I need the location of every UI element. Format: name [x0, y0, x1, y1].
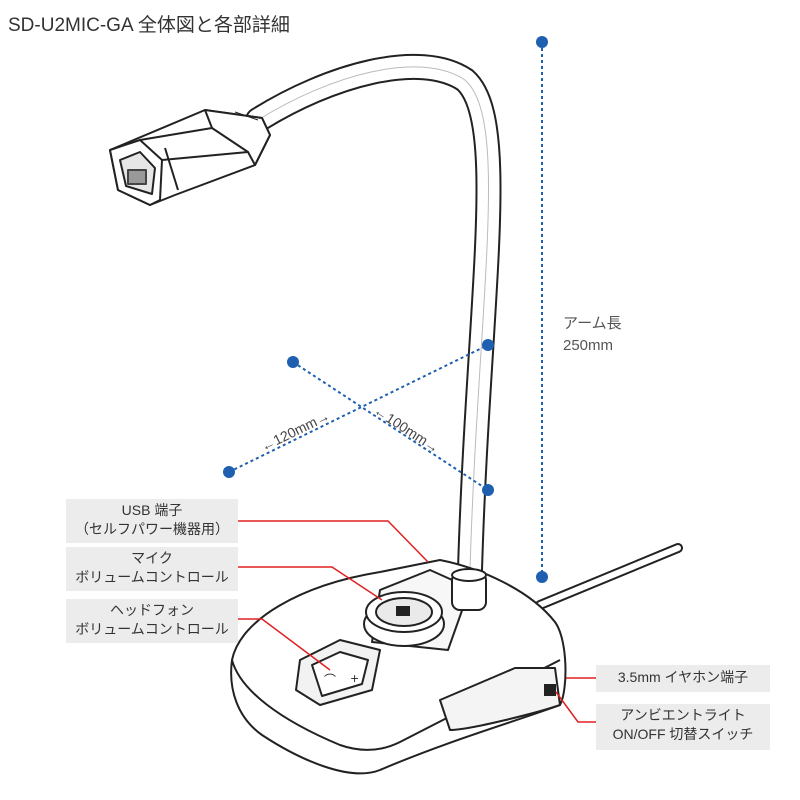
ambient-switch — [544, 684, 556, 696]
headphone-callout-line — [238, 618, 331, 671]
page-title: SD-U2MIC-GA 全体図と各部詳細 — [8, 15, 290, 36]
svg-text:⌒: ⌒ — [324, 673, 336, 687]
width-line — [228, 344, 489, 473]
ambient-callout-line — [555, 691, 596, 723]
depth-line — [292, 361, 489, 491]
arm-collar — [451, 568, 487, 611]
microphone-head — [109, 109, 271, 206]
arm-length-value: 250mm — [563, 337, 614, 354]
mic-volume-knob — [363, 591, 445, 647]
arm-length-label: アーム長 — [563, 315, 622, 332]
gooseneck-arm — [245, 53, 502, 583]
usb-cable — [535, 543, 683, 610]
dimension-dots — [223, 36, 548, 583]
ambient-switch-label: アンビエントライト ON/OFF 切替スイッチ — [596, 704, 770, 750]
mic-volume-callout-line — [238, 566, 383, 601]
svg-text:+: + — [350, 672, 359, 685]
headphone-volume-label: ヘッドフォン ボリュームコントロール — [66, 599, 238, 643]
mic-volume-label: マイク ボリュームコントロール — [66, 547, 238, 591]
dimension-lines — [228, 42, 543, 577]
callout-lines — [238, 520, 596, 723]
usb-callout-line — [238, 520, 429, 563]
earphone-jack-label: 3.5mm イヤホン端子 — [596, 665, 770, 692]
usb-port-label: USB 端子 （セルフパワー機器用） — [66, 499, 238, 543]
